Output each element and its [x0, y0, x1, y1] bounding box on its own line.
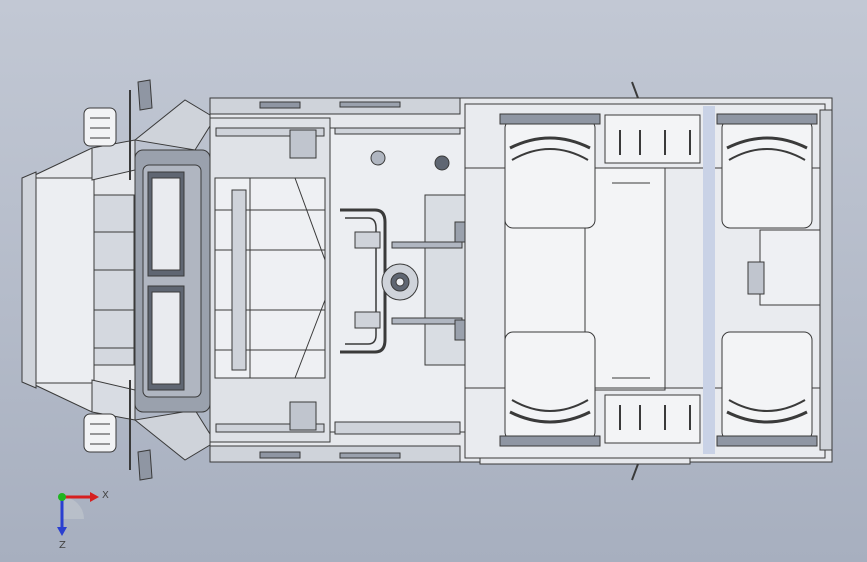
belt-brackets — [619, 130, 691, 430]
y-axis-dot — [58, 493, 66, 501]
cab-frame — [134, 149, 211, 413]
front-nose — [21, 139, 136, 421]
z-axis-label: Z — [59, 540, 66, 551]
triad-plane — [62, 497, 84, 519]
headlight-top — [83, 107, 117, 147]
x-axis-label: X — [102, 490, 109, 501]
drivetrain — [340, 208, 466, 354]
headlight-bottom — [83, 413, 117, 453]
chassis-frame — [209, 117, 331, 443]
seat-rear-right — [716, 331, 818, 447]
z-axis-head — [57, 527, 67, 536]
seat-rear-left — [716, 113, 818, 229]
mirror-arm-top — [133, 79, 216, 151]
mirror-arm-bottom — [133, 409, 216, 481]
coordinate-triad: X Z — [57, 490, 109, 551]
seat-front-right — [499, 331, 601, 447]
x-axis-head — [90, 492, 99, 502]
seat-front-left — [499, 113, 601, 229]
rear-step-bars — [479, 81, 691, 481]
